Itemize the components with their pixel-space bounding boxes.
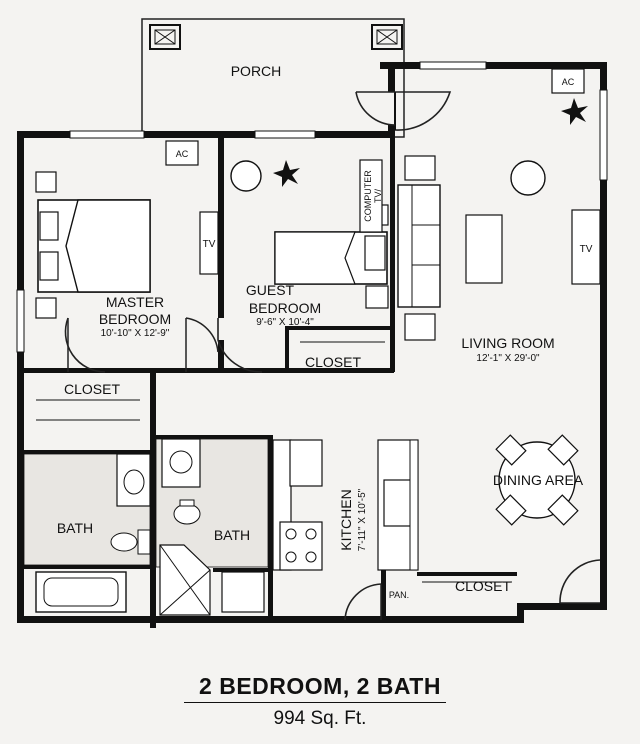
ac-label-living: AC [562,77,575,87]
bath-master-label: BATH [57,520,93,536]
dining-area-label: DINING AREA [493,472,584,488]
pantry-label: PAN. [389,590,409,600]
plan-area: 994 Sq. Ft. [273,708,367,729]
master-bedroom-label-2: BEDROOM [99,311,171,327]
tv-label-master: TV [203,239,216,250]
plan-title: 2 BEDROOM, 2 BATH [199,673,441,699]
guest-bedroom-dim: 9'-6" X 10'-4" [256,317,314,328]
computer-tv-label-2: TV/ [373,189,383,204]
kitchen-label: KITCHEN [338,489,354,550]
tv-label-living: TV [580,244,593,255]
guest-closet-label: CLOSET [305,354,361,370]
master-bedroom-dim: 10'-10" X 12'-9" [101,328,170,339]
furniture [23,68,601,616]
living-room-label: LIVING ROOM [461,335,554,351]
hall-closet-label: CLOSET [455,578,511,594]
living-room-dim: 12'-1" X 29'-0" [476,353,540,364]
porch-label: PORCH [231,63,282,79]
master-closet-label: CLOSET [64,381,120,397]
guest-bedroom-label-2: BEDROOM [249,300,321,316]
bath-guest-label: BATH [214,527,250,543]
ac-label-bedroom: AC [176,149,189,159]
interior-walls [24,138,517,628]
kitchen-dim: 7'-11" X 10'-5" [357,488,368,551]
computer-tv-label-1: COMPUTER [363,170,373,222]
room-labels: PORCH AC AC MASTER BEDROOM 10'-10" X 12'… [57,63,593,600]
master-bedroom-label-1: MASTER [106,294,164,310]
guest-bedroom-label-1: GUEST [246,282,295,298]
title-rule [184,702,446,703]
